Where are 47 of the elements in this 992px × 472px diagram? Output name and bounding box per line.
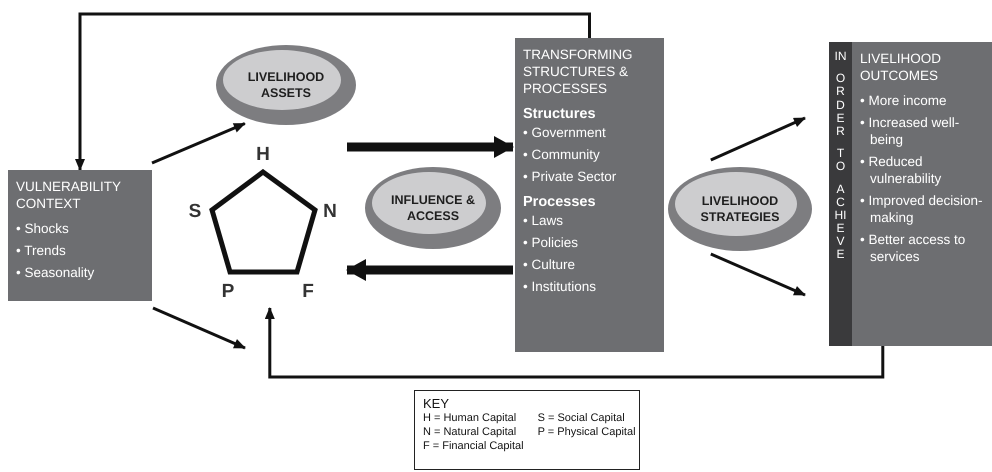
block-arrow (346, 259, 513, 281)
ellipse-node: LIVELIHOOD ASSETS (215, 44, 357, 126)
bullet-item: • Institutions (523, 278, 598, 295)
bullet-item: • Seasonality (16, 264, 96, 281)
vertical-text: IN ORDER TO ACHIEVE (829, 42, 852, 346)
arrow (75, 12, 591, 171)
bullet-item: • Laws (523, 212, 564, 229)
box-heading: VULNERABILITY CONTEXT (16, 178, 122, 212)
block-arrow (347, 136, 514, 158)
bullet-item: • Increased well-being (860, 114, 960, 148)
vertex-letter: P (222, 282, 234, 302)
text-box (515, 38, 664, 352)
bullet-item: • Policies (523, 234, 579, 251)
box-heading: TRANSFORMING STRUCTURES & PROCESSES (523, 46, 634, 97)
bullet-item: • Government (523, 124, 607, 141)
key-entry: P = Physical Capital (538, 425, 636, 439)
bullet-item: • Trends (16, 242, 67, 259)
vertex-letter: H (256, 145, 270, 165)
bullet-item: • Shocks (16, 220, 70, 237)
vertex-letter: F (302, 282, 314, 302)
arrow (151, 122, 246, 164)
key-entry: S = Social Capital (538, 411, 626, 425)
text-box (8, 170, 152, 301)
arrow (264, 307, 884, 378)
bullet-item: • Improved decision-making (860, 192, 984, 226)
ellipse-node: INFLUENCE & ACCESS (364, 166, 502, 250)
bullet-item: • Better access to services (860, 231, 966, 265)
key-box (414, 390, 640, 470)
section-heading: Processes (523, 193, 597, 212)
vertex-letter: N (323, 202, 337, 222)
ellipse-node: LIVELIHOOD STRATEGIES (667, 166, 813, 252)
section-heading: Structures (523, 105, 597, 124)
bullet-item: • Culture (523, 256, 576, 273)
vertex-letter: S (188, 202, 202, 222)
key-entry: F = Financial Capital (423, 439, 524, 453)
arrow (710, 116, 806, 162)
arrow (152, 306, 246, 350)
bullet-item: • Private Sector (523, 168, 618, 185)
bullet-item: • Community (523, 146, 601, 163)
bullet-item: • Reduced vulnerability (860, 153, 942, 187)
key-entry: H = Human Capital (423, 411, 518, 425)
text-box (829, 42, 992, 346)
arrow (710, 252, 806, 296)
key-heading: KEY (423, 396, 450, 411)
box-heading: LIVELIHOOD OUTCOMES (860, 50, 942, 84)
key-entry: N = Natural Capital (423, 425, 518, 439)
bullet-item: • More income (860, 92, 948, 109)
